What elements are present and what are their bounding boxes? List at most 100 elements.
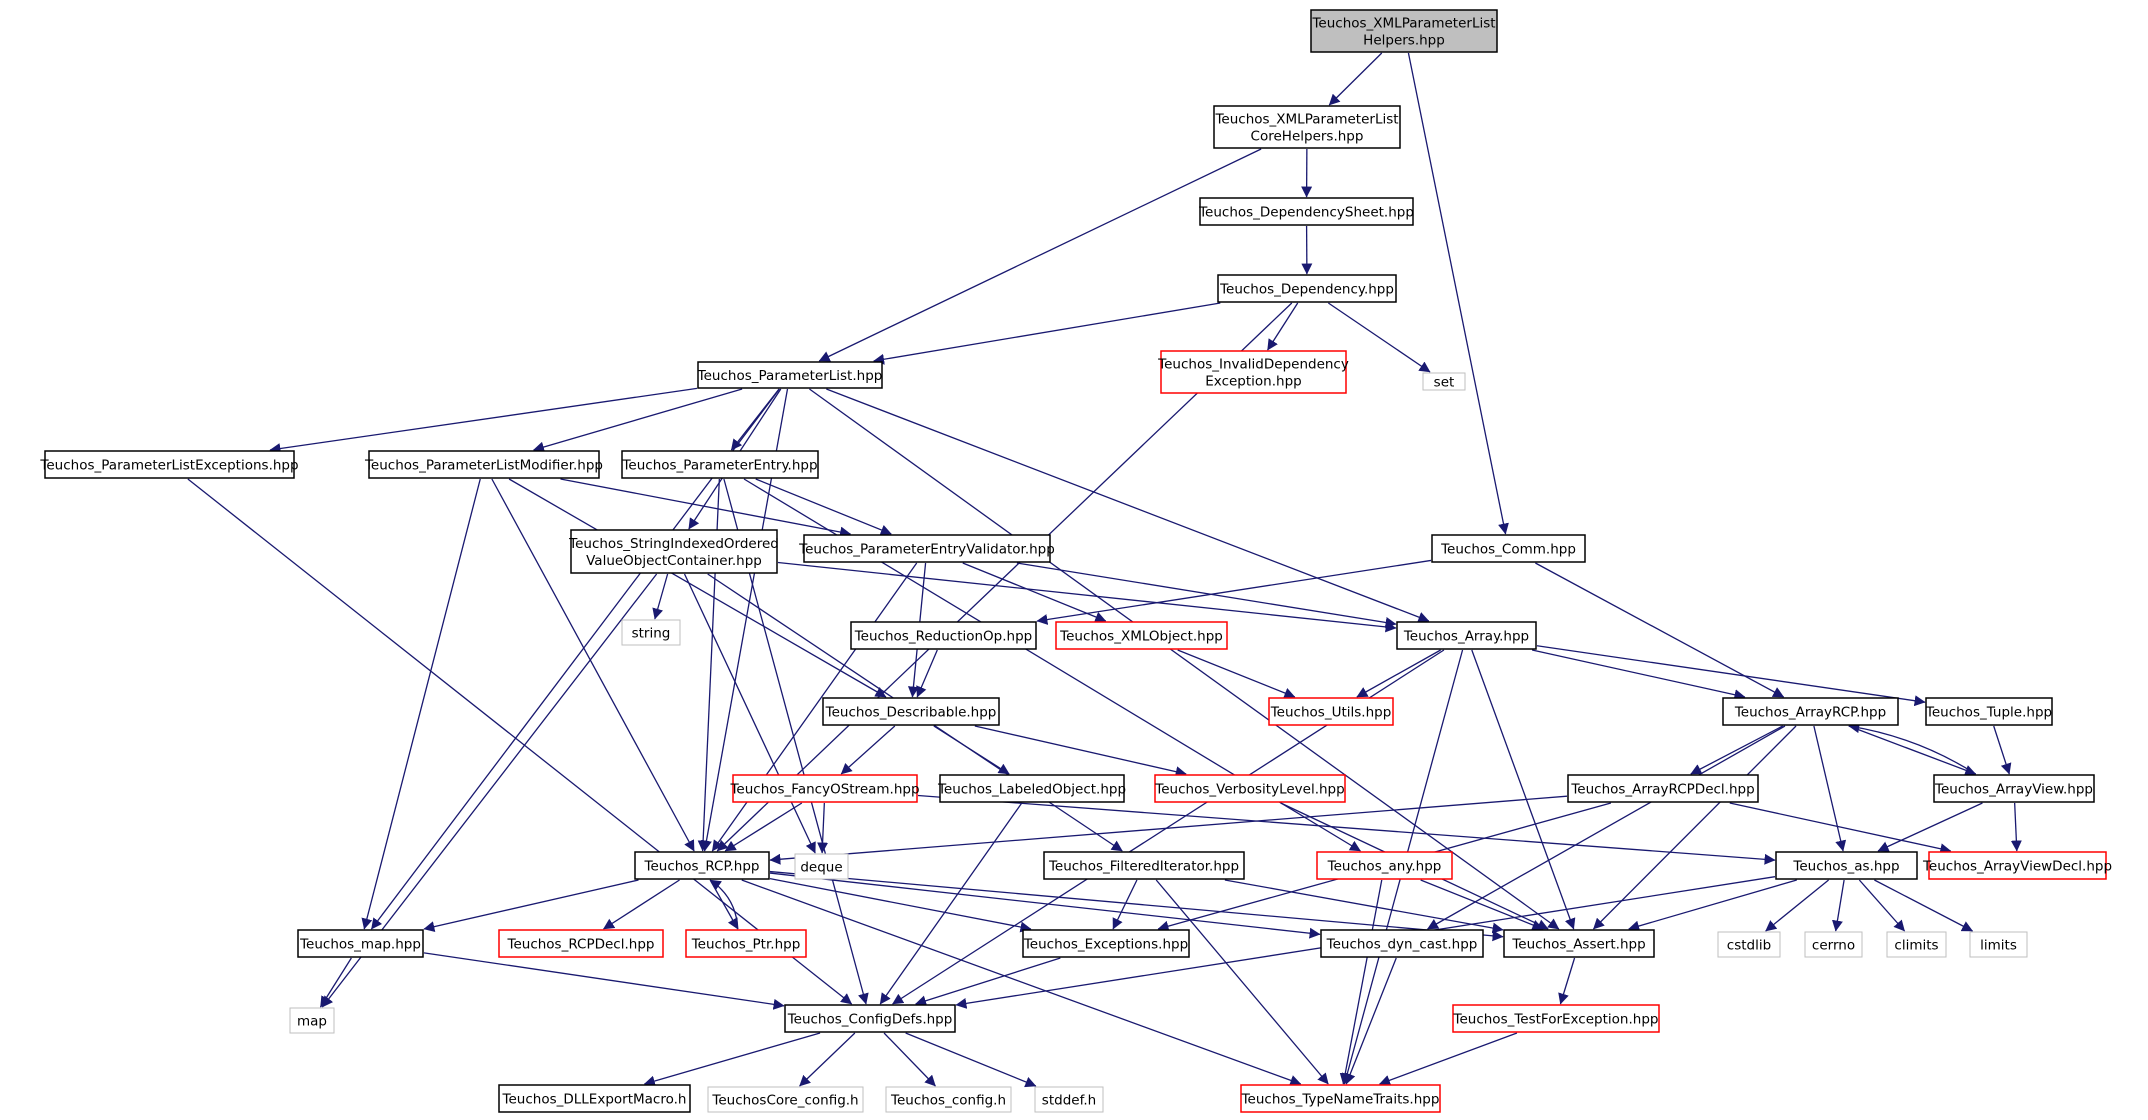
file-node-dyncast[interactable]: Teuchos_dyn_cast.hpp: [1320, 929, 1484, 958]
file-node-assert[interactable]: Teuchos_Assert.hpp: [1503, 929, 1655, 958]
node-box[interactable]: [1320, 929, 1484, 958]
node-box[interactable]: [498, 929, 664, 958]
node-box[interactable]: [697, 361, 883, 389]
file-node-exceptions[interactable]: Teuchos_Exceptions.hpp: [1022, 929, 1190, 958]
node-box[interactable]: [850, 621, 1037, 650]
file-node-paramentry[interactable]: Teuchos_ParameterEntry.hpp: [621, 450, 819, 479]
node-box[interactable]: [822, 697, 1000, 726]
node-box[interactable]: [1452, 1004, 1660, 1033]
file-node-config[interactable]: Teuchos_config.h: [885, 1086, 1012, 1113]
file-node-set[interactable]: set: [1422, 372, 1466, 391]
file-node-filtered[interactable]: Teuchos_FilteredIterator.hpp: [1043, 851, 1245, 880]
file-node-arrayrcp[interactable]: Teuchos_ArrayRCP.hpp: [1722, 697, 1899, 726]
file-node-arrayview[interactable]: Teuchos_ArrayView.hpp: [1933, 774, 2095, 803]
node-box[interactable]: [803, 534, 1051, 563]
file-node-corecfg[interactable]: TeuchosCore_config.h: [707, 1086, 864, 1113]
file-node-plmodifier[interactable]: Teuchos_ParameterListModifier.hpp: [364, 450, 603, 479]
node-box[interactable]: [732, 774, 918, 803]
node-box[interactable]: [1240, 1084, 1441, 1113]
node-box[interactable]: [1199, 197, 1414, 226]
node-box[interactable]: [1969, 931, 2028, 958]
node-box[interactable]: [1316, 851, 1453, 880]
node-box[interactable]: [1160, 350, 1347, 394]
node-box[interactable]: [1804, 931, 1863, 958]
node-box[interactable]: [784, 1004, 956, 1033]
node-box[interactable]: [1422, 372, 1466, 391]
node-box[interactable]: [1717, 931, 1781, 958]
file-node-pev[interactable]: Teuchos_ParameterEntryValidator.hpp: [798, 534, 1055, 563]
node-box[interactable]: [707, 1086, 864, 1113]
node-box[interactable]: [1217, 274, 1397, 303]
file-node-map[interactable]: map: [289, 1007, 335, 1034]
file-node-map_hpp[interactable]: Teuchos_map.hpp: [297, 929, 424, 958]
node-box[interactable]: [794, 853, 849, 880]
file-node-sioc[interactable]: Teuchos_StringIndexedOrderedValueObjectC…: [568, 529, 779, 574]
node-box[interactable]: [621, 450, 819, 479]
node-box[interactable]: [1933, 774, 2095, 803]
node-box[interactable]: [44, 450, 295, 479]
file-node-depsheet[interactable]: Teuchos_DependencySheet.hpp: [1198, 197, 1414, 226]
node-box[interactable]: [1886, 931, 1947, 958]
file-node-deque[interactable]: deque: [794, 853, 849, 880]
node-box[interactable]: [1925, 697, 2053, 726]
node-box[interactable]: [1567, 774, 1759, 803]
node-box[interactable]: [1431, 534, 1586, 563]
file-node-rcp[interactable]: Teuchos_RCP.hpp: [634, 851, 770, 880]
node-box[interactable]: [1775, 851, 1918, 880]
node-box[interactable]: [1154, 774, 1346, 803]
file-node-utils[interactable]: Teuchos_Utils.hpp: [1268, 697, 1394, 726]
file-node-plexceptions[interactable]: Teuchos_ParameterListExceptions.hpp: [39, 450, 299, 479]
node-box[interactable]: [1396, 621, 1537, 650]
node-box[interactable]: [1310, 9, 1498, 53]
file-node-cstdlib[interactable]: cstdlib: [1717, 931, 1781, 958]
file-node-typenametraits[interactable]: Teuchos_TypeNameTraits.hpp: [1240, 1084, 1441, 1113]
file-node-dllexport[interactable]: Teuchos_DLLExportMacro.h: [498, 1084, 691, 1113]
node-box[interactable]: [885, 1086, 1012, 1113]
node-box[interactable]: [1722, 697, 1899, 726]
file-node-reductionop[interactable]: Teuchos_ReductionOp.hpp: [850, 621, 1037, 650]
file-node-ptr[interactable]: Teuchos_Ptr.hpp: [685, 929, 807, 958]
file-node-any[interactable]: Teuchos_any.hpp: [1316, 851, 1453, 880]
node-box[interactable]: [498, 1084, 691, 1113]
file-node-climits[interactable]: climits: [1886, 931, 1947, 958]
file-node-verbositylevel[interactable]: Teuchos_VerbosityLevel.hpp: [1154, 774, 1346, 803]
node-box[interactable]: [939, 774, 1125, 803]
node-box[interactable]: [1503, 929, 1655, 958]
node-box[interactable]: [297, 929, 424, 958]
file-node-limits[interactable]: limits: [1969, 931, 2028, 958]
node-box[interactable]: [1043, 851, 1245, 880]
file-node-configdefs[interactable]: Teuchos_ConfigDefs.hpp: [784, 1004, 956, 1033]
file-node-arrayrcpdecl[interactable]: Teuchos_ArrayRCPDecl.hpp: [1567, 774, 1759, 803]
node-box[interactable]: [1055, 621, 1228, 650]
file-node-testforexc[interactable]: Teuchos_TestForException.hpp: [1452, 1004, 1660, 1033]
file-node-labeledobject[interactable]: Teuchos_LabeledObject.hpp: [937, 774, 1126, 803]
file-node-xmlobject[interactable]: Teuchos_XMLObject.hpp: [1055, 621, 1228, 650]
node-box[interactable]: [1213, 105, 1401, 149]
file-node-fancyostream[interactable]: Teuchos_FancyOStream.hpp: [729, 774, 920, 803]
file-node-string[interactable]: string: [621, 619, 681, 646]
file-node-rcpdecl[interactable]: Teuchos_RCPDecl.hpp: [498, 929, 664, 958]
node-box[interactable]: [570, 529, 778, 574]
node-box[interactable]: [685, 929, 807, 958]
file-node-paramlist[interactable]: Teuchos_ParameterList.hpp: [697, 361, 883, 389]
file-node-comm[interactable]: Teuchos_Comm.hpp: [1431, 534, 1586, 563]
node-box[interactable]: [621, 619, 681, 646]
node-box[interactable]: [634, 851, 770, 880]
file-node-stddef[interactable]: stddef.h: [1034, 1086, 1104, 1113]
file-node-dependency[interactable]: Teuchos_Dependency.hpp: [1217, 274, 1397, 303]
file-node-describable[interactable]: Teuchos_Describable.hpp: [822, 697, 1000, 726]
file-node-tuple[interactable]: Teuchos_Tuple.hpp: [1925, 697, 2053, 726]
node-box[interactable]: [1034, 1086, 1104, 1113]
file-node-cerrno[interactable]: cerrno: [1804, 931, 1863, 958]
file-node-array[interactable]: Teuchos_Array.hpp: [1396, 621, 1537, 650]
node-box[interactable]: [289, 1007, 335, 1034]
node-box[interactable]: [1928, 851, 2107, 880]
node-box[interactable]: [1022, 929, 1190, 958]
file-node-as[interactable]: Teuchos_as.hpp: [1775, 851, 1918, 880]
file-node-arrayviewdecl[interactable]: Teuchos_ArrayViewDecl.hpp: [1922, 851, 2112, 880]
node-box[interactable]: [368, 450, 600, 479]
node-box[interactable]: [1268, 697, 1394, 726]
